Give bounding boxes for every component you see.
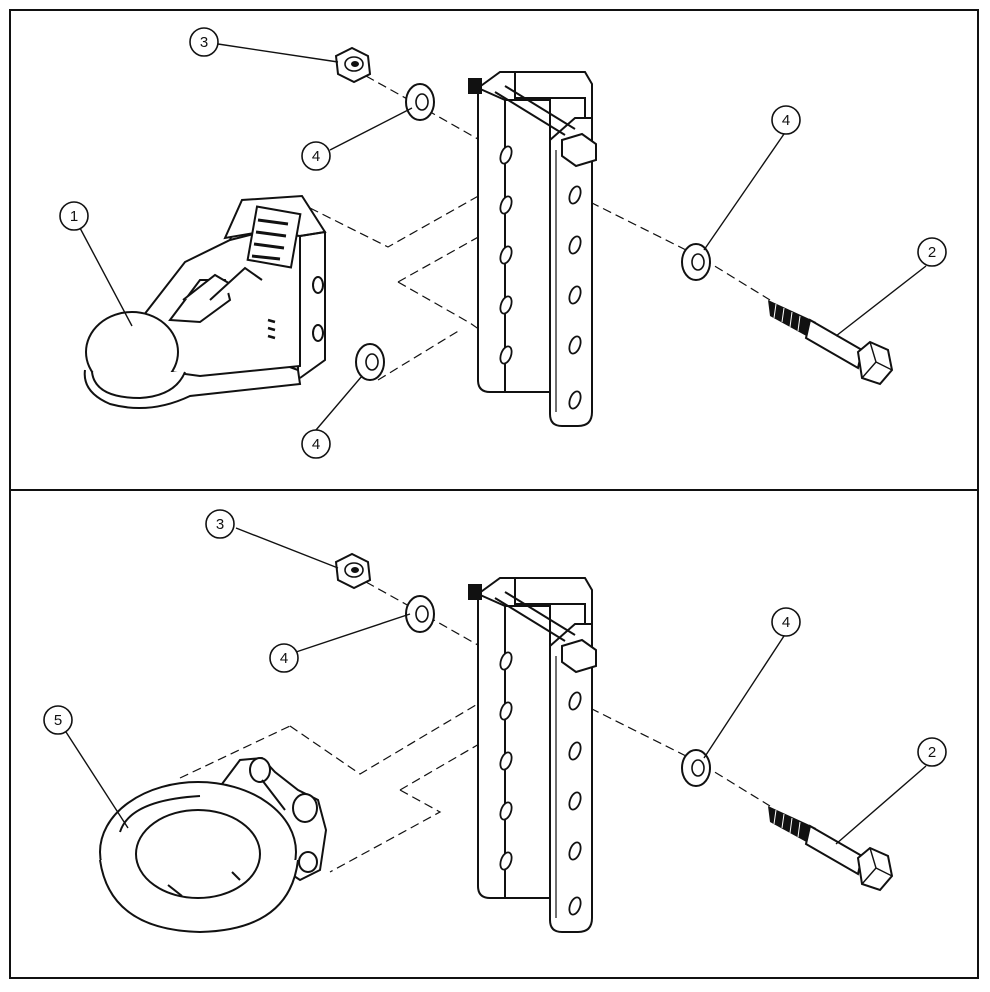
washer — [405, 595, 435, 633]
bottom-panel: 3 4 5 4 2 — [43, 509, 947, 934]
lock-nut — [335, 553, 371, 589]
callout-2: 2 — [917, 737, 947, 767]
hex-bolt — [767, 299, 893, 385]
washer — [405, 83, 435, 121]
callout-4: 4 — [771, 607, 801, 637]
washer — [681, 243, 711, 281]
channel-bracket — [467, 577, 597, 933]
top-panel: 3 4 1 4 4 2 — [59, 27, 947, 459]
svg-text:2: 2 — [928, 244, 936, 261]
hex-bolt — [767, 805, 893, 891]
lock-nut — [335, 47, 371, 83]
bottom-panel-frame — [9, 489, 979, 979]
callout-4: 4 — [301, 429, 331, 459]
svg-text:3: 3 — [200, 34, 208, 51]
callout-3: 3 — [189, 27, 219, 57]
callout-3: 3 — [205, 509, 235, 539]
callout-4: 4 — [269, 643, 299, 673]
washer — [355, 343, 385, 381]
callout-4: 4 — [301, 141, 331, 171]
channel-bracket — [467, 71, 597, 427]
ball-coupler — [83, 194, 327, 409]
svg-text:1: 1 — [70, 208, 78, 225]
svg-text:4: 4 — [782, 614, 790, 631]
svg-text:2: 2 — [928, 744, 936, 761]
callout-5: 5 — [43, 705, 73, 735]
svg-text:4: 4 — [312, 148, 320, 165]
svg-text:3: 3 — [216, 516, 224, 533]
svg-text:4: 4 — [312, 436, 320, 453]
svg-text:4: 4 — [782, 112, 790, 129]
callout-1: 1 — [59, 201, 89, 231]
lunette-ring — [99, 756, 328, 934]
svg-text:5: 5 — [54, 712, 62, 729]
svg-text:4: 4 — [280, 650, 288, 667]
callout-4: 4 — [771, 105, 801, 135]
callout-2: 2 — [917, 237, 947, 267]
